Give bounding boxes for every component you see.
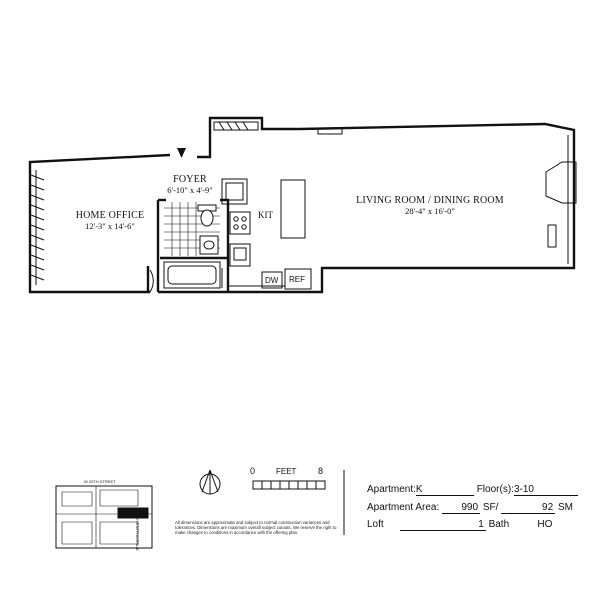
- apartment-type: Loft: [367, 519, 384, 530]
- area-row: Apartment Area: 990 SF/ 92 SM: [367, 502, 573, 514]
- window-hatching: [30, 174, 45, 281]
- scale-bar: [252, 480, 326, 490]
- bathtub: [163, 261, 221, 289]
- room-name: LIVING ROOM / DINING ROOM: [356, 195, 504, 206]
- area-sm-value: 92: [501, 502, 556, 514]
- scale-unit-label: FEET: [276, 467, 297, 476]
- column: [547, 224, 557, 248]
- apartment-row: Apartment:K Floor(s):3-10: [367, 484, 578, 496]
- kitchen-cooktop: [229, 211, 251, 235]
- apartment-value: K: [415, 484, 474, 496]
- toilet-bowl: [200, 209, 214, 227]
- extra-designation: HO: [537, 519, 553, 530]
- kitchen-island: [280, 179, 306, 239]
- floors-label: Floor(s):: [476, 484, 514, 495]
- north-arrow: [199, 469, 221, 495]
- vanity: [199, 235, 219, 255]
- sm-unit: SM: [557, 502, 573, 513]
- room-dimensions: 6'-10" x 4'-9": [167, 184, 213, 195]
- disclaimer-text: All dimensions are approximate and subje…: [175, 520, 337, 535]
- entry-arrow: [177, 148, 186, 158]
- dishwasher-label: DW: [265, 276, 279, 285]
- avenue-label: SEVENTH AVENUE: [135, 515, 140, 551]
- interior-wall: [220, 198, 230, 292]
- exterior-wall: [158, 116, 576, 294]
- column: [545, 161, 577, 204]
- sf-unit: SF/: [482, 502, 499, 513]
- area-label: Apartment Area:: [367, 502, 440, 513]
- kitchen-label: KIT: [258, 210, 273, 220]
- refrigerator-outline: [284, 268, 312, 290]
- home-office-label: HOME OFFICE 12'-3" x 14'-6": [70, 210, 150, 231]
- scale-end-label: 8: [318, 466, 324, 476]
- refrigerator-label: REF: [289, 275, 305, 284]
- door-swing: [149, 269, 154, 293]
- bath-label: Bath: [488, 519, 510, 530]
- dishwasher-outline: [261, 271, 283, 289]
- kitchen-sink: [229, 243, 251, 267]
- room-name: FOYER: [173, 174, 207, 185]
- apartment-label: Apartment:: [367, 484, 416, 495]
- floors-value: 3-10: [513, 484, 578, 496]
- type-row: Loft 1 Bath HO: [367, 519, 552, 531]
- street-label: W 20TH STREET: [84, 479, 116, 484]
- foyer-label: FOYER 6'-10" x 4'-9": [160, 174, 220, 195]
- kitchen-oven: [221, 178, 248, 205]
- room-dimensions: 28'-4" x 16'-0": [405, 205, 455, 216]
- room-dimensions: 12'-3" x 14'-6": [85, 220, 135, 231]
- scale-start-label: 0: [250, 466, 256, 476]
- exterior-wall: [28, 153, 171, 294]
- living-dining-label: LIVING ROOM / DINING ROOM 28'-4" x 16'-0…: [350, 195, 510, 216]
- room-name: HOME OFFICE: [75, 210, 145, 221]
- key-plan: [55, 485, 153, 549]
- area-sf-value: 990: [442, 502, 481, 514]
- bath-count: 1: [399, 519, 486, 531]
